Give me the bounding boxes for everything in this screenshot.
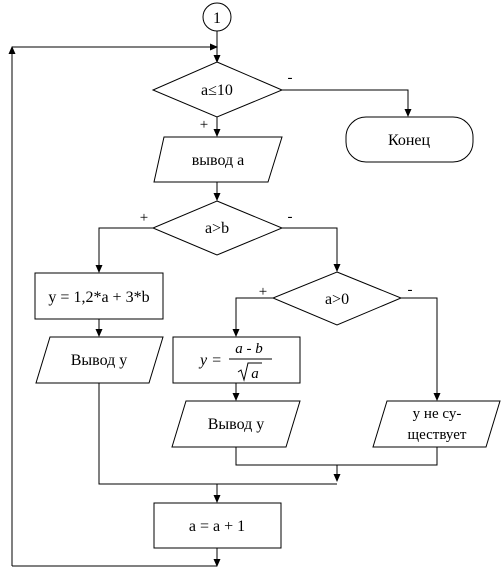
decision-loop-yes-sign: + — [200, 117, 208, 133]
flow-compare-no — [282, 227, 341, 272]
decision-compare-label: a>b — [205, 220, 229, 237]
start-connector: 1 — [202, 2, 232, 32]
decision-compare-yes-sign: + — [140, 210, 148, 226]
io-output-right: y не су- ществует — [372, 400, 501, 448]
decision-positive-yes-sign: + — [259, 284, 267, 300]
io-output-left-label: Вывод y — [71, 352, 128, 369]
decision-loop-label: a≤10 — [201, 82, 233, 99]
io-output-right-line1: y не су- — [413, 406, 462, 422]
decision-positive-no-sign: - — [408, 282, 413, 298]
io-input: вывод a — [153, 136, 283, 183]
io-output-middle-label: Вывод y — [208, 416, 265, 433]
decision-loop: a≤10 + - — [151, 61, 293, 133]
formula-denominator-var: a — [251, 366, 259, 382]
process-formula-left-label: y = 1,2*a + 3*b — [48, 289, 149, 306]
process-formula-left: y = 1,2*a + 3*b — [34, 272, 164, 320]
decision-compare: a>b + - — [140, 200, 293, 256]
terminal-end-label: Конец — [388, 132, 431, 149]
io-output-left: Вывод y — [35, 336, 164, 384]
formula-numerator: a - b — [235, 341, 263, 357]
io-input-label: вывод a — [192, 152, 245, 169]
io-output-middle: Вывод y — [171, 400, 301, 448]
connector-lines — [8, 31, 441, 567]
flow-compare-yes — [95, 227, 153, 273]
terminal-end: Конец — [345, 116, 474, 163]
flow-loop-no — [282, 89, 412, 117]
decision-compare-no-sign: - — [288, 209, 293, 225]
decision-positive: a>0 + - — [259, 271, 413, 326]
flow-positive-yes — [232, 297, 273, 337]
process-formula-fraction: y = a - b a — [172, 336, 301, 384]
process-increment-label: a = a + 1 — [189, 518, 245, 535]
formula-y-label: y = — [198, 352, 222, 369]
sqrt-sign — [237, 362, 262, 382]
flow-merge-left — [98, 383, 337, 485]
start-connector-label: 1 — [213, 10, 221, 27]
decision-positive-label: a>0 — [325, 291, 349, 308]
flow-positive-no — [401, 297, 441, 401]
decision-loop-no-sign: - — [288, 70, 293, 86]
flow-merge-right — [235, 447, 438, 466]
process-increment: a = a + 1 — [153, 502, 282, 549]
io-output-right-line2: ществует — [408, 427, 467, 443]
